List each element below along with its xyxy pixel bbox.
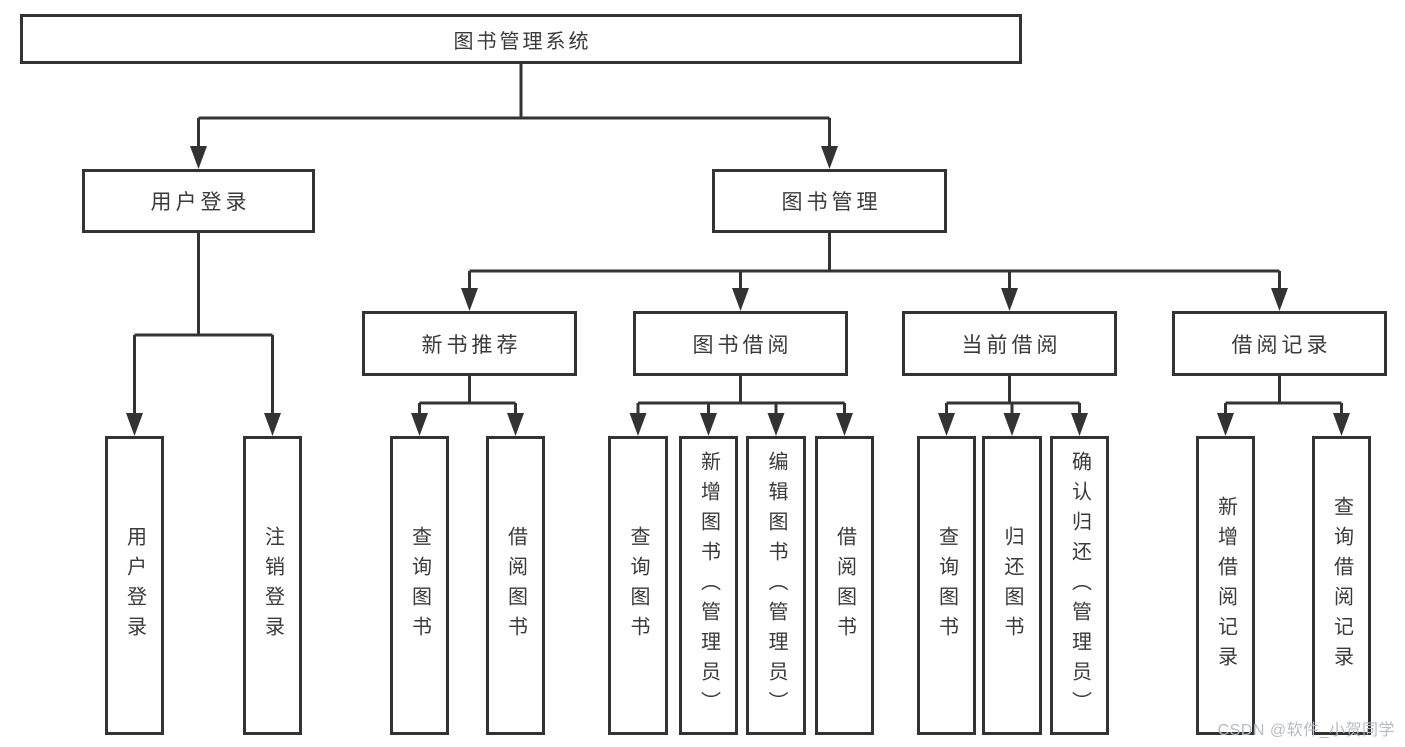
node-label: 注销登录 [261, 525, 284, 646]
leaf-edit-books-admin: 编辑图书（管理员） [746, 436, 806, 735]
node-label: 借阅图书 [833, 525, 856, 646]
leaf-query-books-current: 查询图书 [917, 436, 976, 735]
node-label: 查询图书 [935, 525, 958, 646]
node-label: 确认归还（管理员） [1068, 450, 1091, 721]
node-new-book-recommendation: 新书推荐 [362, 311, 577, 376]
node-library-management-system: 图书管理系统 [20, 14, 1022, 64]
node-label: 用户登录 [150, 191, 251, 214]
node-label: 新增借阅记录 [1214, 495, 1237, 676]
node-current-borrowing: 当前借阅 [902, 311, 1117, 376]
node-label: 当前借阅 [961, 333, 1062, 357]
leaf-borrow-books-recommend: 借阅图书 [486, 436, 545, 735]
leaf-confirm-return-admin: 确认归还（管理员） [1050, 436, 1109, 735]
leaf-add-borrowing-record: 新增借阅记录 [1196, 436, 1255, 735]
leaf-logout: 注销登录 [243, 436, 302, 735]
node-book-management: 图书管理 [712, 169, 947, 233]
node-user-login: 用户登录 [82, 169, 315, 233]
leaf-user-login: 用户登录 [105, 436, 164, 735]
leaf-add-books-admin: 新增图书（管理员） [679, 436, 738, 735]
node-label: 借阅记录 [1231, 333, 1332, 357]
node-label: 归还图书 [1001, 525, 1023, 646]
node-label: 查询借阅记录 [1330, 495, 1353, 676]
node-label: 编辑图书（管理员） [765, 450, 787, 721]
node-borrowing-records: 借阅记录 [1172, 311, 1387, 376]
node-label: 查询图书 [408, 525, 431, 646]
node-label: 新增图书（管理员） [697, 450, 720, 721]
node-label: 查询图书 [627, 525, 649, 646]
node-label: 借阅图书 [504, 525, 527, 646]
node-label: 图书管理系统 [453, 30, 592, 53]
leaf-query-books-recommend: 查询图书 [390, 436, 449, 735]
node-book-borrowing: 图书借阅 [633, 311, 848, 376]
node-label: 新书推荐 [421, 333, 522, 357]
watermark: CSDN @软件_小贺同学 [1217, 722, 1395, 739]
arrowheads [126, 146, 1350, 436]
node-label: 图书管理 [781, 191, 882, 214]
leaf-query-borrowing-record: 查询借阅记录 [1312, 436, 1371, 735]
leaf-query-books-borrowing: 查询图书 [608, 436, 668, 735]
node-label: 图书借阅 [692, 333, 793, 357]
leaf-return-books: 归还图书 [982, 436, 1042, 735]
leaf-borrow-books: 借阅图书 [815, 436, 874, 735]
node-label: 用户登录 [123, 525, 146, 646]
